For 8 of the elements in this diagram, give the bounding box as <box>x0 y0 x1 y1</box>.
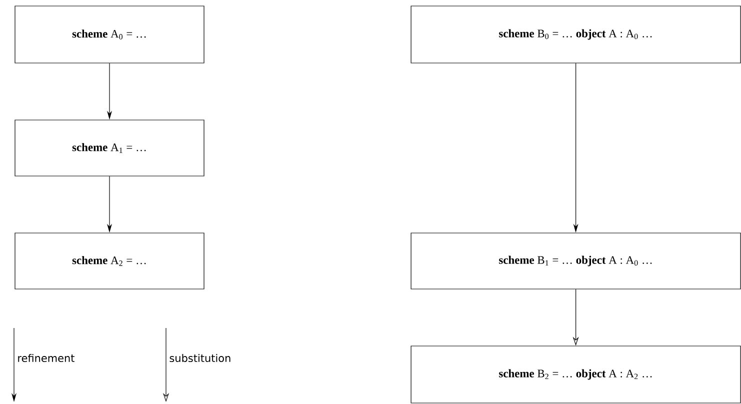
scheme-box: scheme A$_{2}$ = … <box>14 232 204 290</box>
scheme-box: scheme B$_{0}$ = … object A : A$_{0}$ … <box>410 6 741 64</box>
scheme-box: scheme B$_{2}$ = … object A : A$_{2}$ … <box>410 346 741 404</box>
scheme-box: scheme A$_{1}$ = … <box>14 120 204 176</box>
legend-label: substitution <box>170 354 230 362</box>
legend-label: refinement <box>18 354 74 362</box>
scheme-box: scheme A$_{0}$ = … <box>14 6 204 64</box>
scheme-box: scheme B$_{1}$ = … object A : A$_{0}$ … <box>410 232 741 290</box>
